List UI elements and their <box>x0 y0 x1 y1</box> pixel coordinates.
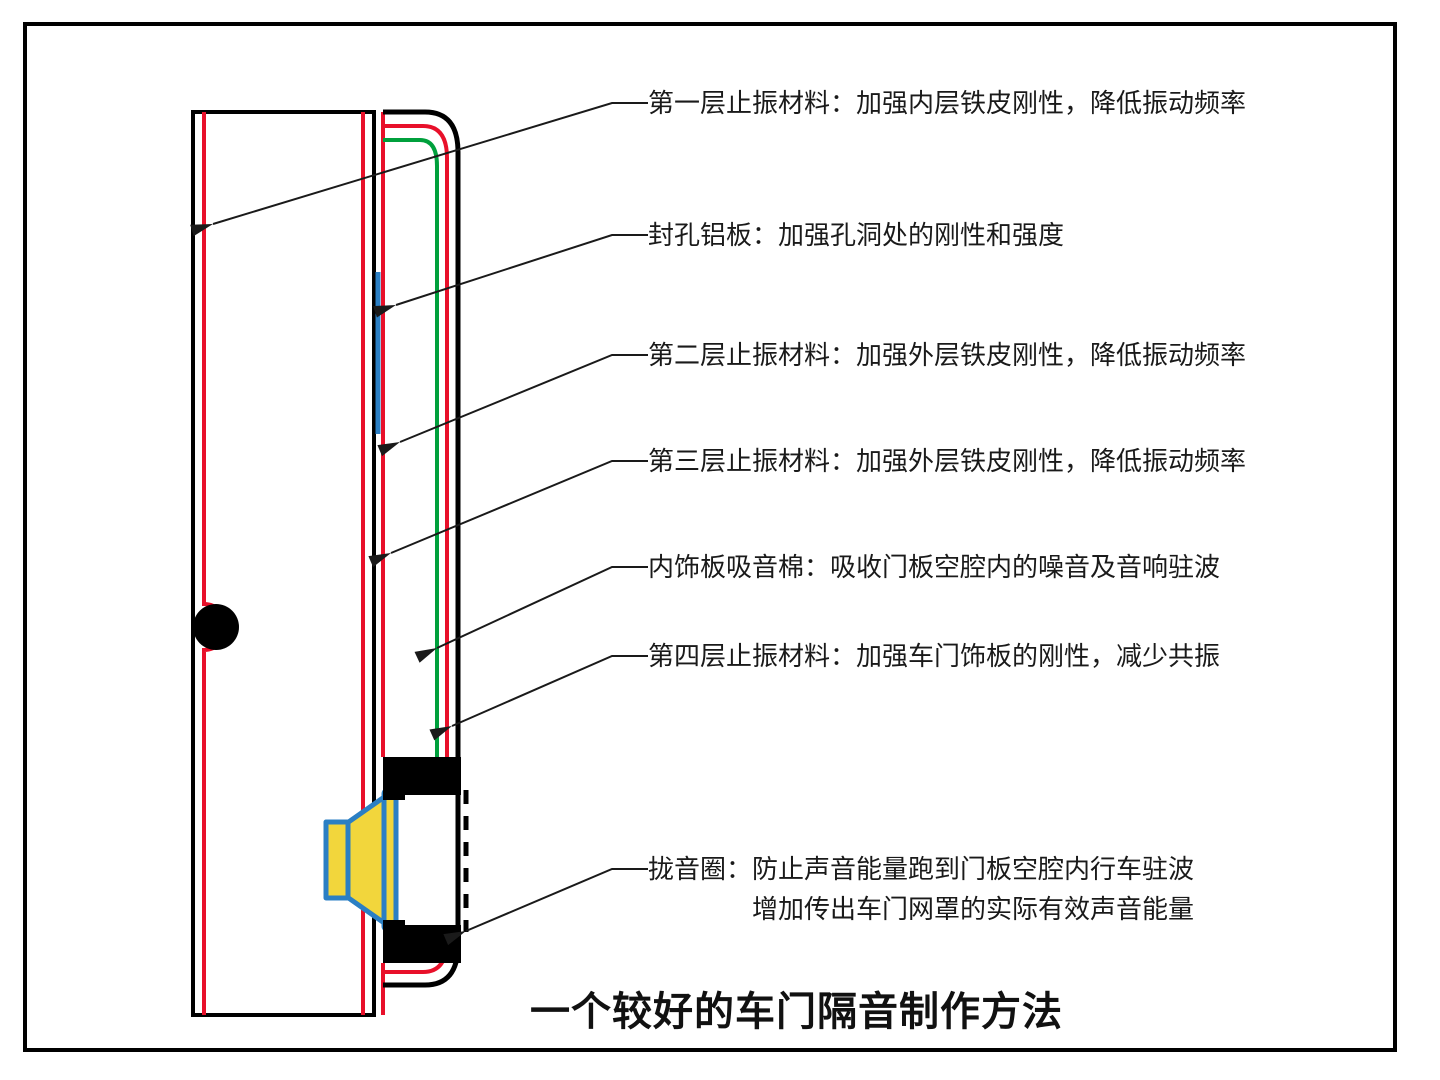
diagram-title: 一个较好的车门隔音制作方法 <box>530 989 1063 1035</box>
label-layer-2-damping: 第二层止振材料：加强外层铁皮刚性，降低振动频率 <box>648 341 1246 371</box>
label-layer-3-damping: 第三层止振材料：加强外层铁皮刚性，降低振动频率 <box>648 447 1246 477</box>
leader-line-layer-3-damping <box>390 460 648 554</box>
label-interior-panel-sound-absorbing-cotton: 内饰板吸音棉：吸收门板空腔内的噪音及音响驻波 <box>648 553 1220 583</box>
label-layer-4-damping: 第四层止振材料：加强车门饰板的刚性，减少共振 <box>648 642 1220 672</box>
layer-4-damping-upper <box>383 124 449 757</box>
label-sound-gathering-ring: 拢音圈：防止声音能量跑到门板空腔内行车驻波增加传出车门网罩的实际有效声音能量 <box>648 855 1194 925</box>
arrowhead-layer-2-damping <box>377 442 400 457</box>
leader-line-hole-sealing-aluminum-plate <box>395 234 648 306</box>
service-hole <box>193 604 239 650</box>
label-layer-1-damping: 第一层止振材料：加强内层铁皮刚性，降低振动频率 <box>648 89 1246 119</box>
label-line: 封孔铝板：加强孔洞处的刚性和强度 <box>648 221 1064 251</box>
speaker-front-plate <box>381 787 399 933</box>
speaker-assembly <box>323 757 469 963</box>
arrowhead-layer-4-damping <box>429 726 452 741</box>
leader-line-sound-gathering-ring <box>465 868 648 932</box>
arrowhead-layer-3-damping <box>368 553 391 568</box>
arrowhead-sound-gathering-ring <box>443 931 466 946</box>
label-hole-sealing-aluminum-plate: 封孔铝板：加强孔洞处的刚性和强度 <box>648 221 1064 251</box>
leader-line-interior-panel-sound-absorbing-cotton <box>436 566 648 649</box>
speaker-tab-bottom <box>383 920 405 934</box>
arrowhead-interior-panel-sound-absorbing-cotton <box>414 648 437 663</box>
label-line: 增加传出车门网罩的实际有效声音能量 <box>752 895 1194 925</box>
arrowhead-layer-1-damping <box>190 224 213 237</box>
layer-1-damping-line <box>202 112 229 1015</box>
label-line: 拢音圈：防止声音能量跑到门板空腔内行车驻波 <box>648 855 1194 885</box>
label-line: 第三层止振材料：加强外层铁皮刚性，降低振动频率 <box>648 447 1246 477</box>
door-trim-panel-outline <box>383 109 461 988</box>
arrowhead-hole-sealing-aluminum-plate <box>373 305 396 318</box>
inner-sheet-metal-outline <box>191 110 376 1017</box>
annotation-labels: 第一层止振材料：加强内层铁皮刚性，降低振动频率封孔铝板：加强孔洞处的刚性和强度第… <box>648 89 1246 925</box>
leader-line-layer-1-damping <box>212 102 648 225</box>
absorbing-cotton-upper <box>383 138 439 757</box>
leader-line-layer-2-damping <box>399 354 648 443</box>
speaker-magnet <box>323 819 351 901</box>
label-line: 第一层止振材料：加强内层铁皮刚性，降低振动频率 <box>648 89 1246 119</box>
outer-border <box>23 22 1397 1052</box>
label-line: 第二层止振材料：加强外层铁皮刚性，降低振动频率 <box>648 341 1246 371</box>
speaker-tab-top <box>383 786 405 800</box>
label-line: 内饰板吸音棉：吸收门板空腔内的噪音及音响驻波 <box>648 553 1220 583</box>
annotation-leader-lines <box>190 102 648 946</box>
leader-line-layer-4-damping <box>451 655 648 727</box>
label-line: 第四层止振材料：加强车门饰板的刚性，减少共振 <box>648 642 1220 672</box>
